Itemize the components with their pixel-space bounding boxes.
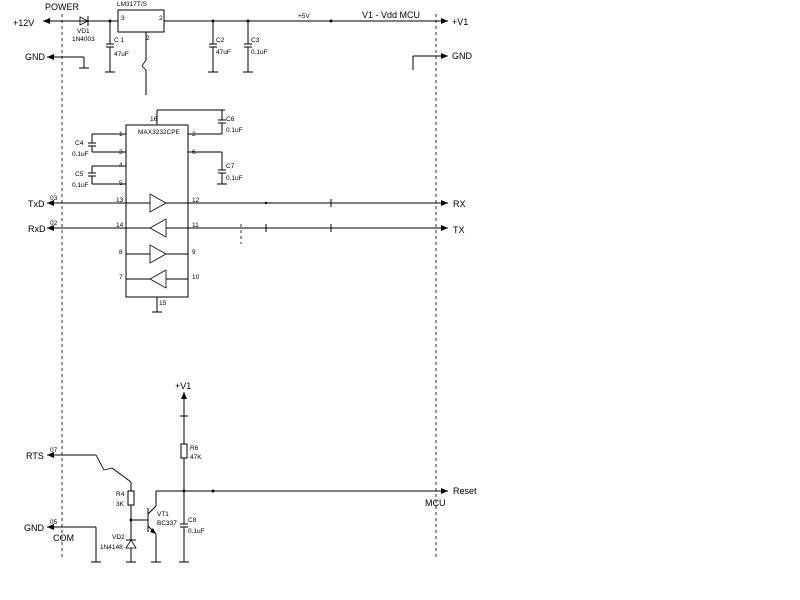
buffer-r2	[149, 269, 167, 289]
diode-vd2: VD2 1N4148	[100, 534, 137, 563]
pin-14: 14	[116, 222, 124, 229]
pin-10: 10	[192, 274, 200, 281]
transistor-vt1: VT1 BC337	[131, 491, 177, 563]
ic-pin15: 15	[159, 300, 167, 307]
capacitor-c8: C8 0.1uF	[179, 491, 205, 563]
capacitor-c5: C5 0.1uF	[72, 165, 126, 189]
reset-section: +V1 R6 47K Reset MCU C8 0.1uF	[24, 381, 477, 563]
gnd-right-label: GND	[452, 51, 473, 61]
c2-ref: C2	[216, 37, 225, 44]
c2-val: 47uF	[216, 49, 231, 56]
regulator-pin-adj: 2	[146, 35, 150, 42]
r4-val: 3K	[116, 501, 125, 508]
r6-val: 47K	[190, 454, 202, 461]
diode-vd1: VD1 1N4003	[72, 16, 95, 43]
plus12v-label: +12V	[13, 18, 34, 28]
pin-13: 13	[116, 197, 124, 204]
mcu-label: MCU	[425, 498, 446, 508]
power-section: POWER +12V VD1 1N4003 GND C 1 47uF	[13, 1, 473, 95]
buffer-rx	[149, 218, 167, 238]
rts-label: RTS	[26, 451, 44, 461]
capacitor-c6: C6 0.1uF	[188, 110, 243, 135]
plus5v-label: +5V	[298, 13, 310, 20]
reset-label: Reset	[453, 486, 477, 496]
vd2-part: 1N4148	[100, 544, 123, 551]
c6-ref: C6	[226, 116, 235, 123]
c1-ref: C 1	[114, 37, 125, 44]
vt1-part: BC337	[157, 520, 177, 527]
c5-val: 0.1uF	[72, 182, 89, 189]
rail-label: V1 - Vdd MCU	[362, 10, 420, 20]
plus-v1-label: +V1	[452, 17, 468, 27]
regulator-name: LM317T/S	[117, 1, 148, 8]
reset-v1-label: +V1	[175, 381, 191, 391]
ic-name: MAX3232CPE	[138, 129, 181, 136]
c1-val: 47uF	[114, 51, 129, 58]
resistor-r4	[127, 490, 135, 506]
txd-label: TxD	[28, 199, 45, 209]
pin-8: 8	[119, 249, 123, 256]
c7-val: 0.1uF	[226, 175, 243, 182]
c4-ref: C4	[75, 140, 84, 147]
plus-v1-arrow	[441, 18, 448, 24]
regulator-lm317: LM317T/S 3 2 2	[117, 1, 165, 95]
capacitor-c7: C7 0.1uF	[188, 151, 243, 185]
c7-ref: C7	[226, 163, 235, 170]
pin-11: 11	[192, 222, 199, 229]
c3-val: 0.1uF	[251, 49, 268, 56]
ic-max3232	[125, 124, 189, 298]
vt1-ref: VT1	[157, 511, 169, 518]
c8-ref: C8	[188, 517, 197, 524]
c3-ref: C3	[251, 37, 260, 44]
c5-ref: C5	[75, 171, 84, 178]
vd2-ref: VD2	[112, 534, 125, 541]
pin-7: 7	[119, 274, 123, 281]
reset-gnd-label: GND	[24, 523, 45, 533]
rxd-label: RxD	[28, 224, 46, 234]
buffer-tx	[149, 193, 167, 213]
ic-pin16: 16	[150, 116, 158, 123]
gnd-pin: 05	[50, 519, 58, 526]
capacitor-c2: C2 47uF	[208, 21, 231, 73]
capacitor-c1: C 1 47uF	[105, 21, 129, 73]
com-label: COM	[53, 533, 74, 543]
pin-12: 12	[192, 197, 200, 204]
rx-label: RX	[453, 199, 466, 209]
vd1-ref: VD1	[77, 28, 90, 35]
c8-val: 0.1uF	[188, 528, 205, 535]
gnd-left-label: GND	[25, 52, 46, 62]
r6-ref: R6	[190, 445, 199, 452]
c6-val: 0.1uF	[226, 127, 243, 134]
capacitor-c4: C4 0.1uF	[72, 133, 126, 158]
rts-pin: 07	[50, 447, 58, 454]
rxd-pin: 02	[50, 220, 58, 227]
regulator-pin-in: 3	[121, 15, 125, 22]
resistor-r6	[180, 443, 188, 459]
gnd-right-arrow	[441, 53, 448, 59]
capacitor-c3: C3 0.1uF	[243, 21, 268, 73]
vd1-part: 1N4003	[72, 36, 95, 43]
r4-ref: R4	[116, 491, 125, 498]
c4-val: 0.1uF	[72, 151, 89, 158]
power-title: POWER	[45, 2, 80, 12]
txd-pin: 03	[50, 195, 58, 202]
buffer-t2	[149, 244, 167, 264]
pin-9: 9	[192, 249, 196, 256]
regulator-pin-out: 2	[159, 15, 163, 22]
max3232-section: MAX3232CPE 16 15 1 3 4 5 13 14 8 7 2 6 1…	[28, 109, 466, 313]
tx-label: TX	[453, 225, 465, 235]
